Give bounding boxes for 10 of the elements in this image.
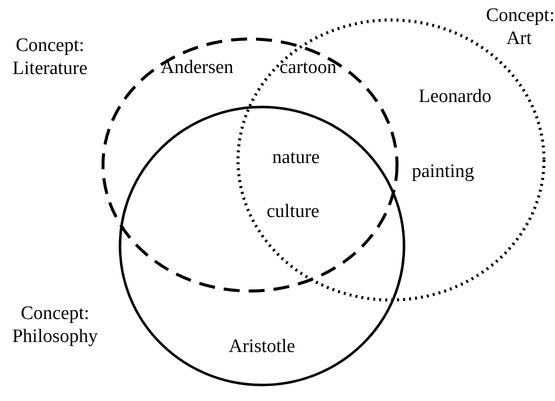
region-term: painting xyxy=(412,161,474,183)
concept-heading: Concept: Art xyxy=(486,4,552,50)
region-term: Leonardo xyxy=(418,86,492,108)
region-term: cartoon xyxy=(280,57,336,79)
region-term: Andersen xyxy=(160,57,234,79)
concept-heading: Concept: Philosophy xyxy=(11,302,99,348)
region-term: culture xyxy=(266,201,320,223)
region-term: Aristotle xyxy=(228,336,296,358)
concept-heading: Concept: Literature xyxy=(12,34,88,80)
region-term: nature xyxy=(272,147,320,169)
